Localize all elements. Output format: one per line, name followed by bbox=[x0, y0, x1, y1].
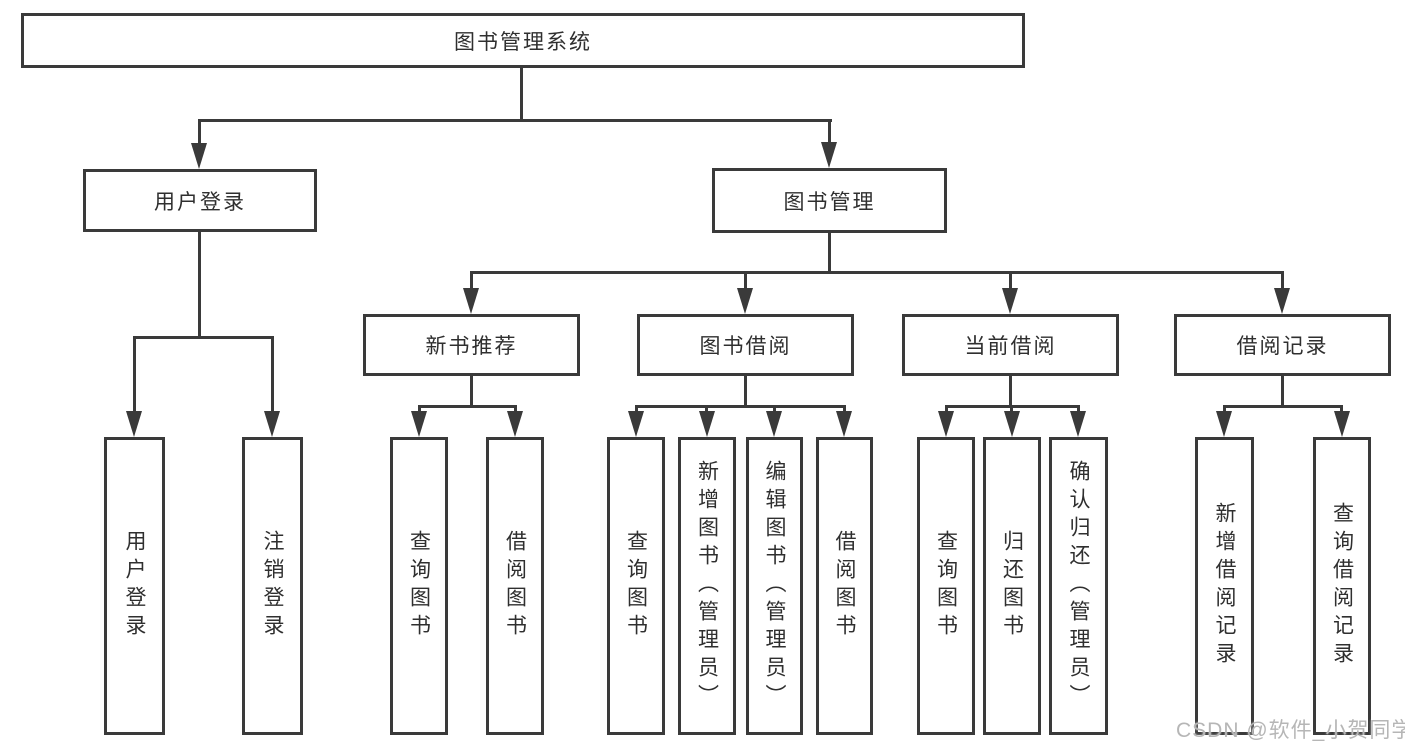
leaf-edit-books-admin: 编辑图书（管理员） bbox=[746, 437, 803, 735]
arrowhead-icon bbox=[264, 411, 280, 437]
arrowhead-icon bbox=[1216, 411, 1232, 437]
node-current-borrowing: 当前借阅 bbox=[902, 314, 1119, 376]
connector-line bbox=[1009, 376, 1012, 408]
node-new-book-recommendation-label: 新书推荐 bbox=[425, 335, 518, 358]
connector-line bbox=[1010, 405, 1013, 415]
arrowhead-icon bbox=[628, 411, 644, 437]
connector-line bbox=[198, 119, 201, 145]
arrowhead-icon bbox=[699, 411, 715, 437]
leaf-return-books-label: 归还图书 bbox=[1000, 530, 1024, 642]
connector-line bbox=[271, 336, 274, 413]
node-user-login: 用户登录 bbox=[83, 169, 317, 232]
leaf-add-borrow-record: 新增借阅记录 bbox=[1195, 437, 1254, 735]
node-book-borrowing: 图书借阅 bbox=[637, 314, 854, 376]
connector-line bbox=[1223, 405, 1226, 415]
arrowhead-icon bbox=[938, 411, 954, 437]
arrowhead-icon bbox=[1334, 411, 1350, 437]
arrowhead-icon bbox=[1002, 288, 1018, 314]
arrowhead-icon bbox=[1004, 411, 1020, 437]
arrowhead-icon bbox=[1274, 288, 1290, 314]
node-borrowing-records: 借阅记录 bbox=[1174, 314, 1391, 376]
node-user-login-label: 用户登录 bbox=[154, 190, 246, 214]
leaf-confirm-return-admin: 确认归还（管理员） bbox=[1049, 437, 1108, 735]
connector-line bbox=[843, 405, 846, 415]
connector-line bbox=[828, 119, 831, 145]
arrowhead-icon bbox=[411, 411, 427, 437]
connector-line bbox=[1281, 271, 1284, 290]
leaf-return-books: 归还图书 bbox=[983, 437, 1041, 735]
connector-line bbox=[635, 405, 846, 408]
connector-line bbox=[744, 271, 747, 290]
connector-line bbox=[198, 119, 832, 122]
leaf-query-borrow-record: 查询借阅记录 bbox=[1313, 437, 1371, 735]
leaf-add-books-admin-label: 新增图书（管理员） bbox=[695, 460, 719, 712]
node-new-book-recommendation: 新书推荐 bbox=[363, 314, 580, 376]
leaf-query-books-recommend-label: 查询图书 bbox=[407, 530, 431, 642]
arrowhead-icon bbox=[737, 288, 753, 314]
watermark: CSDN @软件_小贺同学 bbox=[1176, 719, 1405, 742]
arrowhead-icon bbox=[766, 411, 782, 437]
node-book-management: 图书管理 bbox=[712, 168, 947, 233]
leaf-add-books-admin: 新增图书（管理员） bbox=[678, 437, 736, 735]
connector-line bbox=[744, 376, 747, 408]
leaf-query-borrow-record-label: 查询借阅记录 bbox=[1330, 502, 1354, 670]
leaf-confirm-return-admin-label: 确认归还（管理员） bbox=[1067, 460, 1090, 712]
connector-line bbox=[1223, 405, 1343, 408]
node-root: 图书管理系统 bbox=[21, 13, 1025, 68]
connector-line bbox=[470, 271, 473, 290]
leaf-user-login: 用户登录 bbox=[104, 437, 165, 735]
node-root-label: 图书管理系统 bbox=[454, 30, 592, 54]
node-book-borrowing-label: 图书借阅 bbox=[699, 335, 792, 358]
leaf-query-books-borrowing: 查询图书 bbox=[607, 437, 665, 735]
arrowhead-icon bbox=[463, 288, 479, 314]
leaf-query-books-current: 查询图书 bbox=[917, 437, 975, 735]
leaf-user-login-label: 用户登录 bbox=[123, 530, 146, 642]
connector-line bbox=[945, 405, 948, 415]
leaf-query-books-current-label: 查询图书 bbox=[934, 530, 958, 642]
connector-line bbox=[1009, 271, 1012, 290]
connector-line bbox=[133, 336, 136, 413]
leaf-logout-label: 注销登录 bbox=[261, 530, 284, 642]
connector-line bbox=[470, 271, 1284, 274]
connector-line bbox=[705, 405, 708, 415]
leaf-borrow-books-borrowing-label: 借阅图书 bbox=[833, 530, 856, 642]
leaf-borrow-books-recommend-label: 借阅图书 bbox=[503, 530, 527, 642]
leaf-query-books-borrowing-label: 查询图书 bbox=[624, 530, 648, 642]
leaf-edit-books-admin-label: 编辑图书（管理员） bbox=[763, 460, 786, 712]
leaf-borrow-books-borrowing: 借阅图书 bbox=[816, 437, 873, 735]
arrowhead-icon bbox=[1070, 411, 1086, 437]
node-borrowing-records-label: 借阅记录 bbox=[1236, 335, 1329, 358]
connector-line bbox=[198, 231, 201, 338]
connector-line bbox=[470, 376, 473, 408]
connector-line bbox=[773, 405, 776, 415]
leaf-query-books-recommend: 查询图书 bbox=[390, 437, 448, 735]
connector-line bbox=[418, 405, 517, 408]
node-book-management-label: 图书管理 bbox=[783, 190, 876, 214]
connector-line bbox=[1077, 405, 1080, 415]
arrowhead-icon bbox=[507, 411, 523, 437]
arrowhead-icon bbox=[126, 411, 142, 437]
connector-line bbox=[828, 232, 831, 273]
connector-line bbox=[133, 336, 274, 339]
arrowhead-icon bbox=[191, 143, 207, 169]
connector-line bbox=[520, 66, 523, 121]
connector-line bbox=[1281, 376, 1284, 408]
arrowhead-icon bbox=[836, 411, 852, 437]
connector-line bbox=[1340, 405, 1343, 415]
leaf-logout: 注销登录 bbox=[242, 437, 303, 735]
leaf-borrow-books-recommend: 借阅图书 bbox=[486, 437, 544, 735]
node-current-borrowing-label: 当前借阅 bbox=[964, 335, 1057, 358]
connector-line bbox=[418, 405, 421, 415]
leaf-add-borrow-record-label: 新增借阅记录 bbox=[1213, 502, 1236, 670]
connector-line bbox=[514, 405, 517, 415]
arrowhead-icon bbox=[821, 142, 837, 168]
connector-line bbox=[635, 405, 638, 415]
